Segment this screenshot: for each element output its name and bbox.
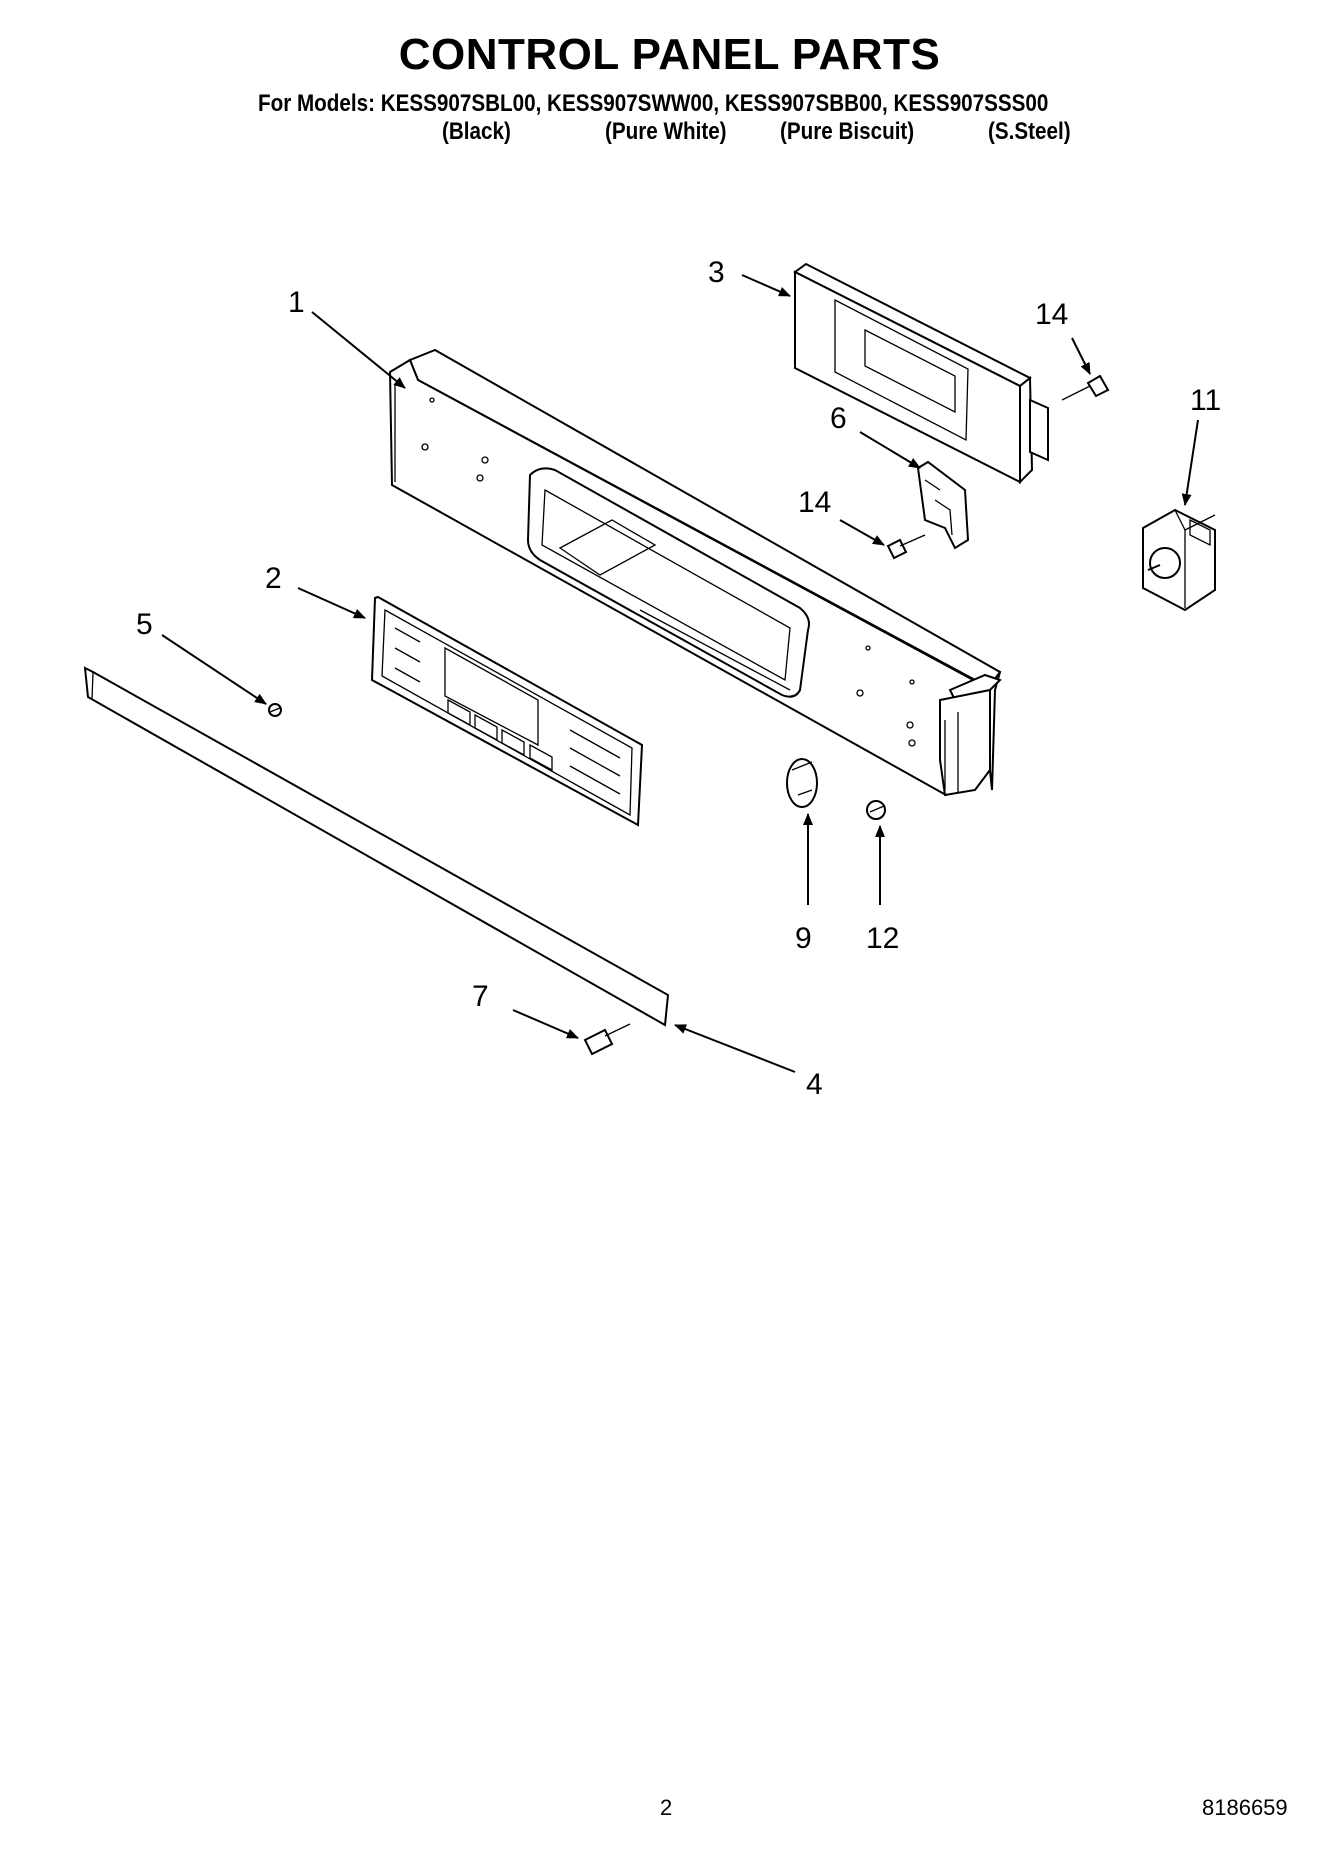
- callout-7: 7: [472, 980, 489, 1013]
- variant-pure-biscuit: (Pure Biscuit): [780, 118, 915, 145]
- callout-5: 5: [136, 608, 153, 641]
- control-knob: [786, 758, 818, 808]
- part-14-screw-upper: [1061, 374, 1110, 401]
- callout-11: 11: [1190, 384, 1221, 417]
- page-number: 2: [660, 1795, 673, 1820]
- callout-12: 12: [866, 922, 899, 955]
- callout-6: 6: [830, 402, 847, 435]
- variant-pure-white: (Pure White): [605, 118, 727, 145]
- callout-9: 9: [795, 922, 812, 955]
- part-14-screw-lower: [886, 534, 926, 560]
- callout-14-upper: 14: [1035, 298, 1068, 331]
- selector-switch: [1142, 508, 1216, 612]
- variant-black: (Black): [442, 118, 511, 145]
- models-line: For Models: KESS907SBL00, KESS907SWW00, …: [258, 90, 1049, 117]
- trim-strip: [83, 666, 670, 1027]
- document-number: 8186659: [1202, 1795, 1288, 1820]
- callout-14-lower: 14: [798, 486, 831, 519]
- part-7-screw: [583, 1023, 631, 1056]
- control-overlay: [370, 595, 644, 827]
- callout-4: 4: [806, 1068, 823, 1101]
- callout-1: 1: [288, 286, 305, 319]
- variant-s-steel: (S.Steel): [988, 118, 1071, 145]
- bracket: [916, 460, 970, 550]
- part-12-nut: [866, 800, 886, 820]
- part-5-screw: [268, 703, 282, 717]
- control-panel-housing: [388, 348, 1002, 797]
- callout-2: 2: [265, 562, 282, 595]
- leader-lines: [161, 274, 1199, 1073]
- page-title: CONTROL PANEL PARTS: [398, 30, 941, 79]
- callout-3: 3: [708, 256, 725, 289]
- display-board: [793, 262, 1049, 485]
